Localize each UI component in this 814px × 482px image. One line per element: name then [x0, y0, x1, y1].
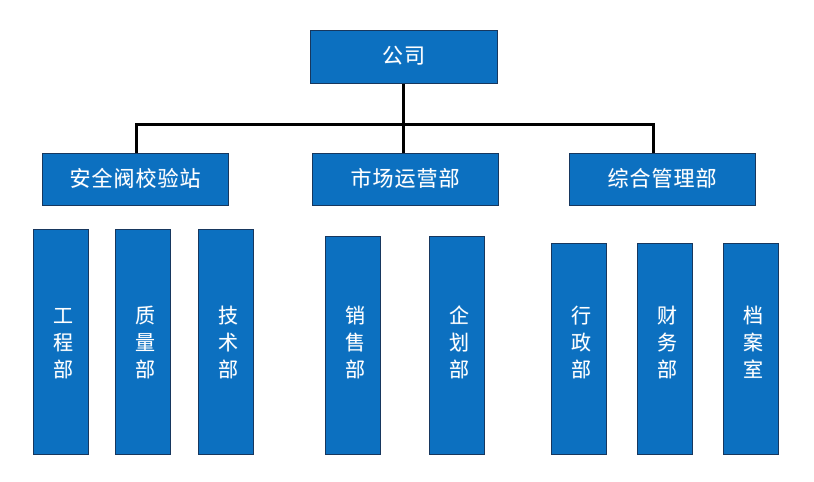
node-finance-label: 财务部	[653, 305, 678, 386]
node-quality[interactable]: 质量部	[115, 229, 171, 455]
node-quality-label: 质量部	[131, 305, 156, 386]
node-company-label: 公司	[382, 44, 426, 69]
node-general-management[interactable]: 综合管理部	[569, 153, 756, 206]
connector-drop-safety-valve-station	[135, 123, 138, 154]
node-sales-label: 销售部	[341, 305, 366, 386]
node-sales[interactable]: 销售部	[325, 236, 381, 455]
connector-root-stem	[402, 83, 405, 125]
node-engineering-label: 工程部	[49, 305, 74, 386]
node-administration[interactable]: 行政部	[551, 243, 607, 455]
node-engineering[interactable]: 工程部	[33, 229, 89, 455]
node-market-operations[interactable]: 市场运营部	[312, 153, 499, 206]
node-technology[interactable]: 技术部	[198, 229, 254, 455]
node-safety-valve-station[interactable]: 安全阀校验站	[42, 153, 229, 206]
node-safety-valve-station-label: 安全阀校验站	[69, 166, 202, 191]
node-company[interactable]: 公司	[310, 30, 498, 84]
node-technology-label: 技术部	[214, 305, 239, 386]
node-archives[interactable]: 档案室	[723, 243, 779, 455]
connector-drop-market-operations	[402, 123, 405, 154]
node-market-operations-label: 市场运营部	[350, 166, 461, 191]
connector-horizontal-bus	[135, 123, 655, 126]
node-planning-label: 企划部	[445, 305, 470, 386]
node-planning[interactable]: 企划部	[429, 236, 485, 455]
node-archives-label: 档案室	[739, 305, 764, 386]
node-finance[interactable]: 财务部	[637, 243, 693, 455]
node-general-management-label: 综合管理部	[607, 166, 718, 191]
node-administration-label: 行政部	[567, 305, 592, 386]
connector-drop-general-management	[652, 123, 655, 154]
